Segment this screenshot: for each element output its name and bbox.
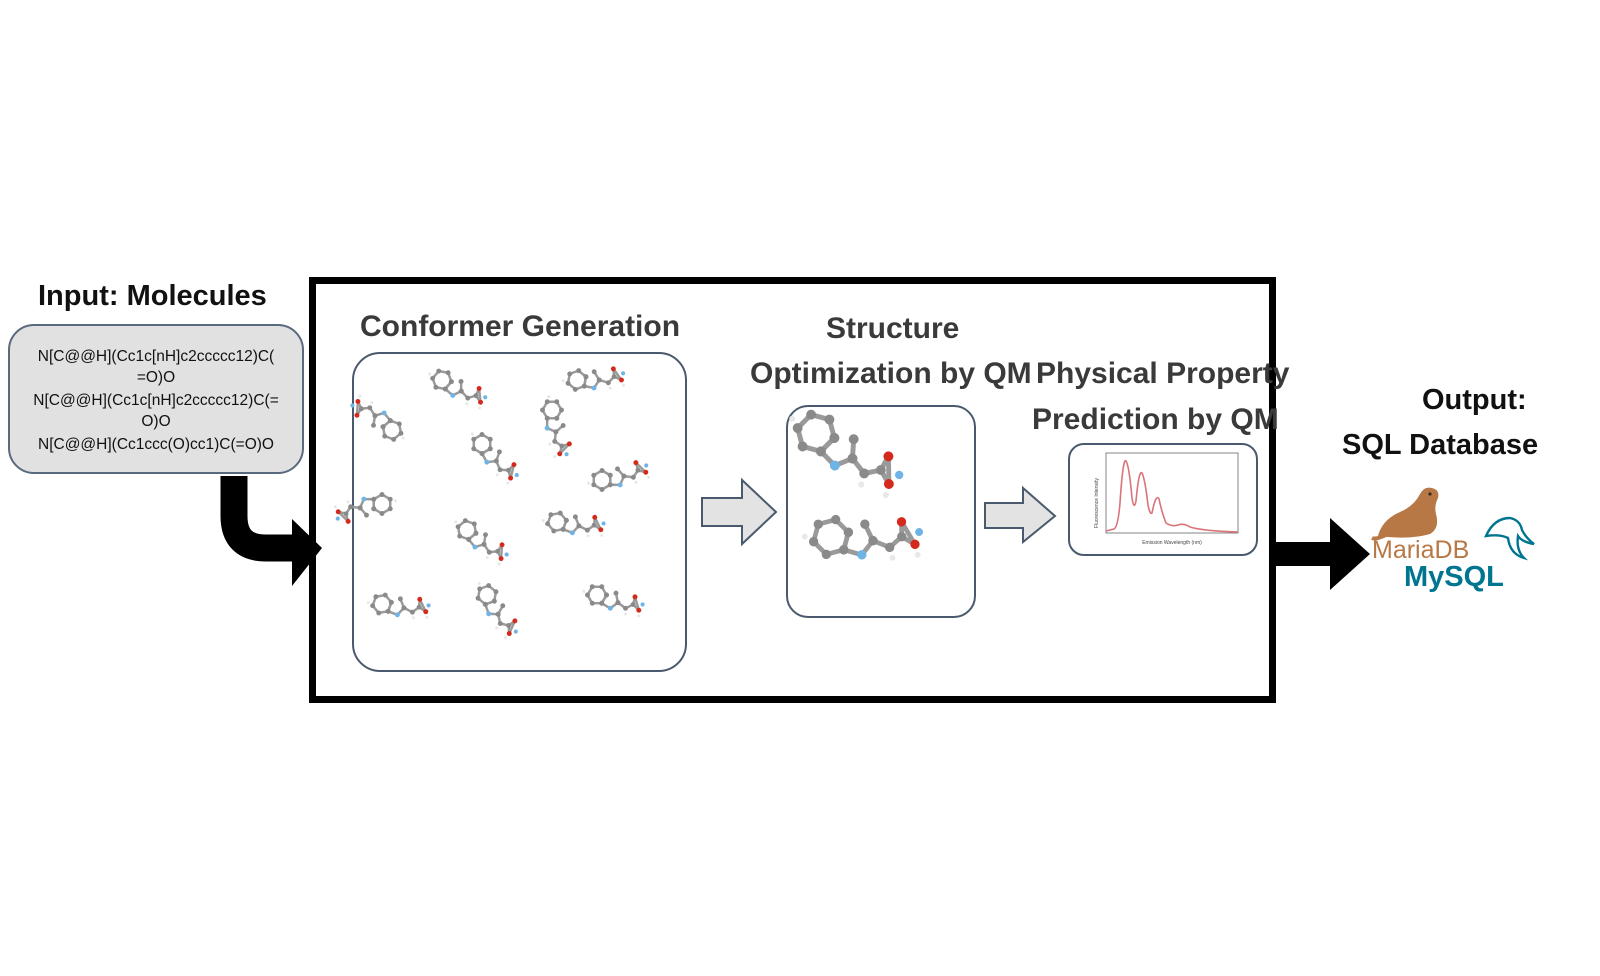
molecule-icon: [428, 368, 488, 410]
mysql-logo-text: MySQL: [1404, 561, 1504, 593]
dolphin-icon: [1484, 516, 1535, 561]
smiles-line: N[C@@H](Cc1c[nH]c2ccccc12)C(: [37, 348, 275, 365]
molecule-icon: [541, 510, 606, 538]
molecule-icon: [470, 432, 519, 485]
conformer-generation-title: Conformer Generation: [360, 310, 681, 343]
pipeline-frame: [309, 277, 1276, 703]
molecule-icon: [561, 366, 626, 392]
smiles-line: N[C@@H](Cc1ccc(O)cc1)C(=O)O: [38, 436, 274, 453]
sea-lion-icon: [1371, 487, 1439, 541]
molecule-icon: [350, 394, 405, 442]
mariadb-logo-text: MariaDB: [1372, 536, 1469, 564]
molecule-icon: [540, 395, 572, 459]
molecule-icon: [789, 409, 904, 499]
output-title-line2: SQL Database: [1342, 429, 1539, 461]
molecule-icon: [587, 460, 651, 492]
stage-arrow-2: [984, 485, 1057, 545]
molecule-icon: [366, 592, 431, 620]
molecule-icon: [454, 518, 509, 566]
stage-arrow-1: [701, 477, 778, 547]
smiles-line: N[C@@H](Cc1c[nH]c2ccccc12)C(=: [33, 392, 279, 409]
molecule-icon: [582, 584, 645, 618]
output-title-line1: Output:: [1422, 384, 1527, 416]
molecule-icon: [801, 514, 924, 561]
smiles-line: =O)O: [136, 369, 176, 386]
property-box: [1068, 443, 1258, 556]
smiles-line: O)O: [141, 413, 171, 430]
conformer-box: [352, 352, 687, 672]
property-prediction-title-line1: Physical Property: [1036, 357, 1290, 390]
input-smiles-box: N[C@@H](Cc1c[nH]c2ccccc12)C( =O)O N[C@@H…: [8, 324, 304, 474]
structure-box: [786, 405, 976, 618]
conformer-molecules-icon: [333, 366, 651, 640]
molecule-icon: [333, 492, 397, 524]
database-logos: MariaDB MySQL: [1371, 487, 1535, 593]
structure-optimization-title-line1: Structure: [826, 312, 960, 345]
input-title: Input: Molecules: [38, 280, 267, 312]
spectrum-y-axis-label: Fluorescence Intensity: [1094, 477, 1100, 528]
property-prediction-title-line2: Prediction by QM: [1032, 403, 1279, 436]
spectrum-x-axis-label: Emission Wavelength (nm): [1142, 540, 1202, 546]
molecule-icon: [475, 582, 518, 640]
structure-optimization-title-line2: Optimization by QM: [750, 357, 1032, 390]
pipeline-to-output-arrow: [1276, 518, 1370, 590]
emission-spectrum-plot-icon: Fluorescence Intensity Emission Waveleng…: [1094, 452, 1239, 546]
optimized-molecules-icon: [789, 409, 924, 561]
